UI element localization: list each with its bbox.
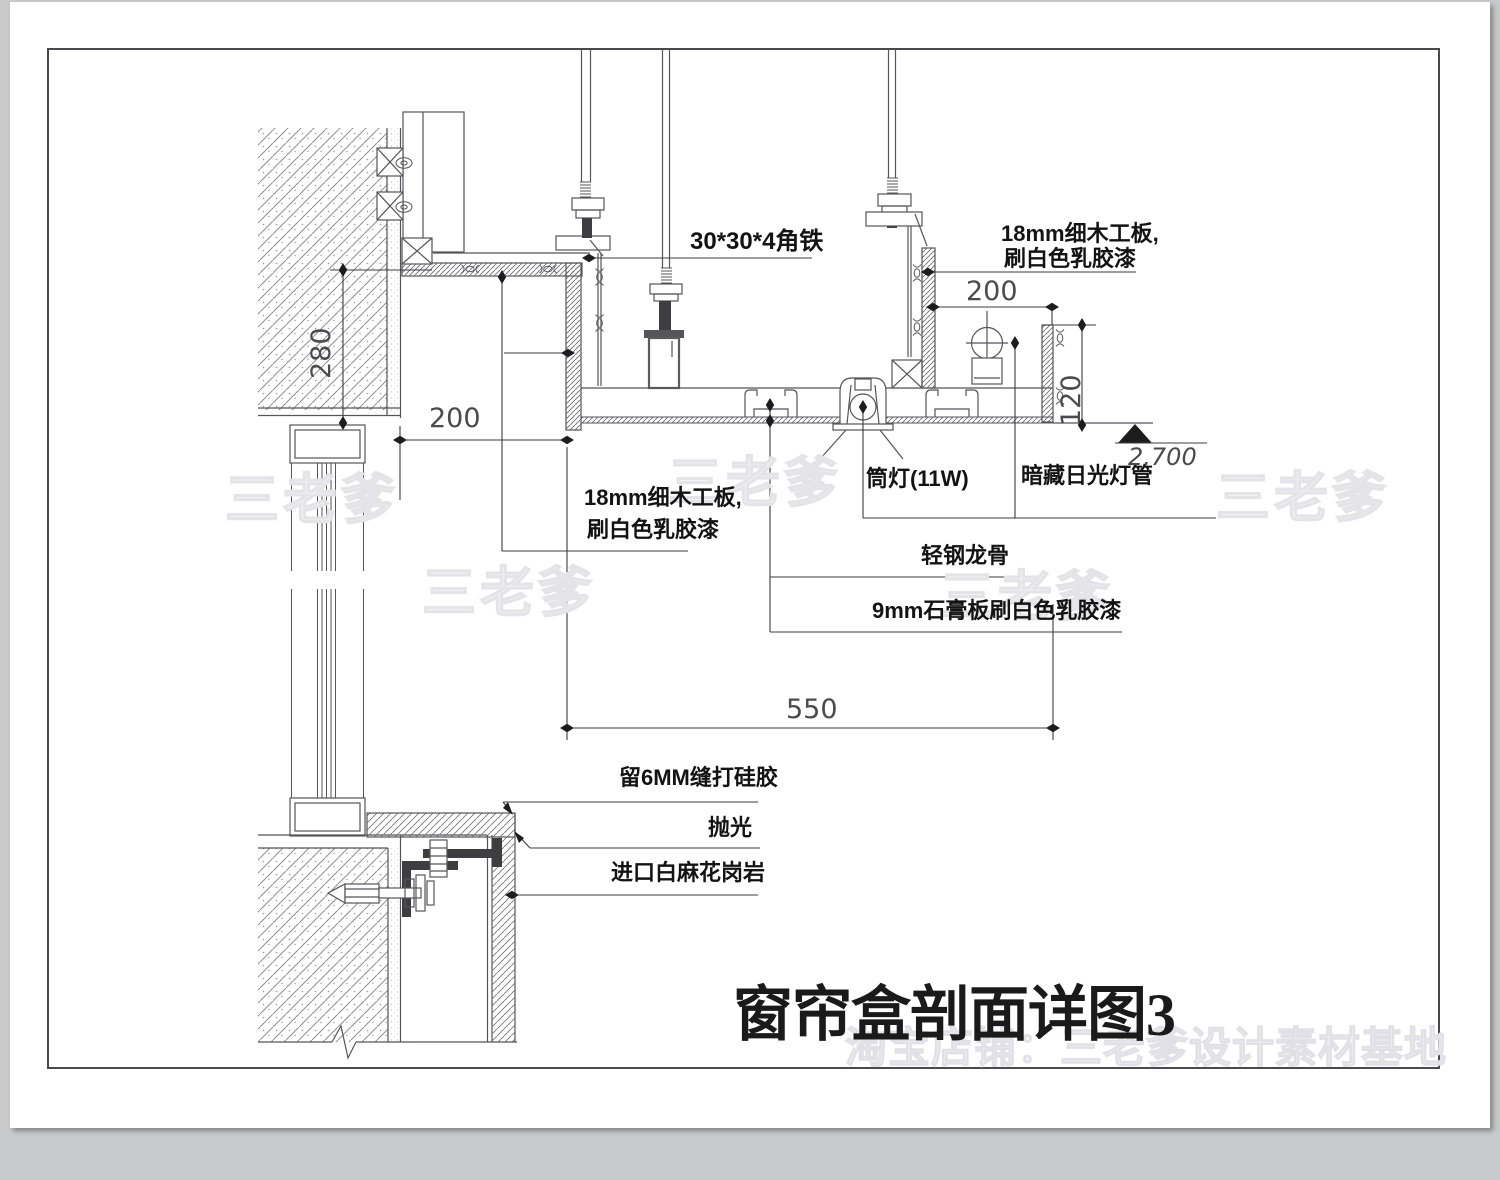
drawing-title: 窗帘盒剖面详图3 bbox=[733, 982, 1176, 1048]
dim-elevation-value: 2.700 bbox=[1128, 443, 1197, 471]
watermark-store: 淘宝店铺：三老爹设计素材基地 bbox=[844, 1023, 1448, 1071]
curtain-box-boards bbox=[401, 237, 590, 431]
label-gypsum-board: 9mm石膏板刷白色乳胶漆 bbox=[872, 598, 1122, 623]
frame-border bbox=[47, 48, 1440, 1069]
label-downlight: 筒灯(11W) bbox=[866, 466, 969, 491]
label-hidden-lamp: 暗藏日光灯管 bbox=[1021, 463, 1154, 488]
label-blockboard-right-line2: 刷白色乳胶漆 bbox=[1004, 246, 1137, 271]
drawing-sheet bbox=[10, 2, 1490, 1128]
label-silicone-joint: 留6MM缝打硅胶 bbox=[619, 765, 778, 790]
angle-iron-left bbox=[555, 235, 611, 386]
hanger-rod-left bbox=[571, 49, 605, 238]
elevation-marker-icon bbox=[1118, 424, 1152, 443]
watermark-brand: 三老爹 bbox=[224, 469, 399, 530]
dim-fascia-height: 120 bbox=[1056, 374, 1087, 426]
label-blockboard-right-line1: 18mm细木工板, bbox=[1001, 221, 1159, 246]
dim-lamp-offset: 200 bbox=[966, 276, 1018, 307]
lower-wall-section bbox=[258, 835, 517, 1060]
granite-bracket-hardware bbox=[326, 838, 502, 917]
wall-hanger-bracket bbox=[376, 111, 465, 253]
dim-box-width: 200 bbox=[429, 403, 481, 434]
label-granite: 进口白麻花岗岩 bbox=[611, 860, 766, 885]
hanger-rod-right bbox=[865, 49, 928, 357]
dim-wall-height: 280 bbox=[306, 327, 337, 379]
dimension-lines bbox=[330, 262, 1207, 740]
watermark-brand: 三老爹 bbox=[667, 452, 842, 513]
label-angle-iron: 30*30*4角铁 bbox=[690, 228, 824, 255]
watermark-brand: 三老爹 bbox=[1215, 467, 1390, 528]
curtain-track bbox=[644, 49, 684, 390]
label-blockboard-left-line2: 刷白色乳胶漆 bbox=[587, 517, 720, 542]
label-polish: 抛光 bbox=[708, 815, 753, 840]
label-steel-keel: 轻钢龙骨 bbox=[921, 543, 1010, 568]
label-blockboard-left-line1: 18mm细木工板, bbox=[584, 485, 742, 510]
sill-and-granite bbox=[258, 812, 516, 1042]
watermark-brand: 三老爹 bbox=[421, 562, 596, 623]
window-section bbox=[289, 424, 366, 837]
leader-lines bbox=[497, 253, 1216, 900]
watermark-brand: 三老爹 bbox=[939, 566, 1114, 627]
upper-wall-section bbox=[258, 128, 402, 418]
dim-ceiling-span: 550 bbox=[786, 694, 838, 725]
